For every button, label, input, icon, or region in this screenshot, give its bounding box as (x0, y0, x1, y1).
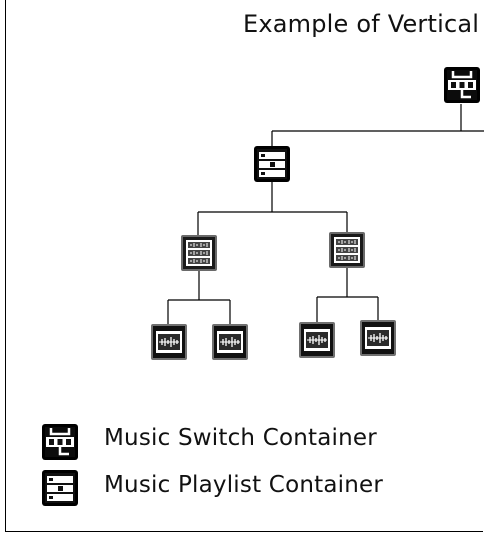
music-segment-icon (212, 324, 248, 360)
tree-connectors (167, 104, 484, 324)
legend-playlist-label: Music Playlist Container (104, 472, 384, 498)
music-playlist-container-icon (254, 146, 290, 182)
legend-music-playlist-container-icon (42, 470, 78, 506)
music-segment-icon (299, 322, 335, 358)
music-playlist-icon (181, 235, 217, 271)
music-playlist-icon (329, 232, 365, 268)
music-switch-container-icon (444, 67, 480, 103)
legend-switch-label: Music Switch Container (104, 425, 377, 451)
diagram-title: Example of Vertical (243, 10, 480, 38)
music-segment-icon (360, 320, 396, 356)
legend-music-switch-container-icon (42, 424, 78, 460)
music-segment-icon (151, 324, 187, 360)
diagram-frame (5, 0, 483, 532)
